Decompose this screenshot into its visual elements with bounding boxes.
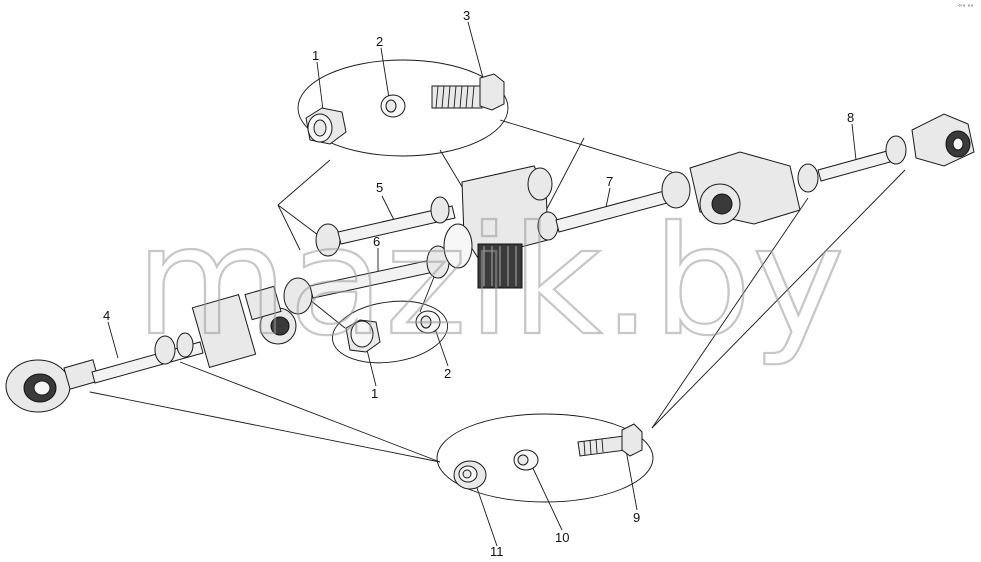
washer-top: [380, 94, 406, 118]
bolt-bottom: [577, 423, 643, 457]
callout-2-top: 2: [376, 34, 383, 49]
detail-ellipse-bottom: [436, 413, 654, 503]
front-axle-left: [5, 359, 100, 413]
propeller-shaft-5: [315, 196, 456, 257]
callout-4: 4: [103, 308, 110, 323]
front-axle-right: [911, 113, 975, 167]
nut-bottom: [453, 460, 487, 490]
callout-2-middle: 2: [444, 366, 451, 381]
callout-9: 9: [633, 510, 640, 525]
watermark-text: mazik.by: [135, 195, 845, 369]
callout-5: 5: [376, 180, 383, 195]
propeller-shaft-7: [537, 171, 691, 241]
bolt-top: [431, 73, 505, 111]
washer-bottom: [513, 449, 539, 471]
corner-mark: °'° °°: [958, 4, 974, 11]
washer-middle: [415, 310, 441, 334]
callout-10: 10: [555, 530, 569, 545]
hex-nut-top: [305, 107, 347, 145]
drive-axle-left: [191, 285, 297, 369]
detail-ellipse-top: [297, 59, 509, 157]
callout-11: 11: [490, 544, 504, 559]
callout-8: 8: [847, 110, 854, 125]
callout-6: 6: [373, 234, 380, 249]
callout-3: 3: [463, 8, 470, 23]
hex-nut-middle: [345, 319, 381, 353]
drive-axle-right: [689, 151, 819, 225]
callout-7: 7: [606, 174, 613, 189]
leader-lines: [89, 21, 906, 547]
callout-1-middle: 1: [371, 386, 378, 401]
propeller-shaft-4: [91, 332, 204, 384]
propeller-shaft-6: [283, 245, 450, 315]
propeller-shaft-8: [817, 135, 907, 182]
callout-1-top: 1: [312, 48, 319, 63]
detail-ellipse-middle: [331, 300, 449, 364]
